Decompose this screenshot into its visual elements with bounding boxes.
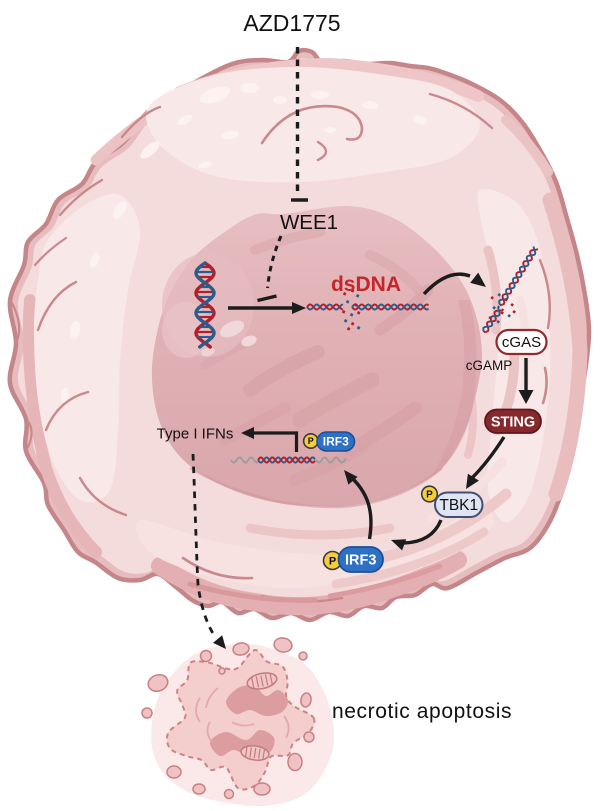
svg-text:P: P — [308, 436, 314, 446]
svg-text:cGAS: cGAS — [502, 334, 541, 351]
svg-text:IRF3: IRF3 — [323, 435, 349, 449]
svg-text:Type I IFNs: Type I IFNs — [157, 426, 234, 443]
svg-text:P: P — [426, 490, 433, 501]
svg-text:cGAMP: cGAMP — [466, 358, 513, 373]
svg-text:STING: STING — [491, 414, 535, 430]
svg-text:dsDNA: dsDNA — [331, 273, 401, 296]
svg-text:P: P — [329, 556, 336, 568]
svg-text:necrotic apoptosis: necrotic apoptosis — [332, 700, 512, 723]
svg-text:WEE1: WEE1 — [280, 211, 338, 234]
svg-text:AZD1775: AZD1775 — [243, 10, 340, 36]
svg-text:TBK1: TBK1 — [439, 497, 478, 514]
svg-text:IRF3: IRF3 — [345, 553, 376, 569]
